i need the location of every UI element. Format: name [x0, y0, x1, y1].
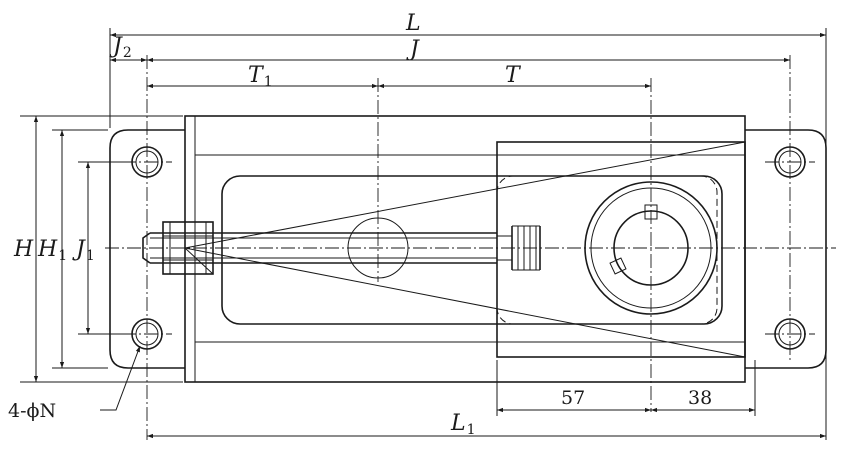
- left-flange: [109, 129, 185, 369]
- label-H: H: [13, 237, 34, 262]
- label-T: T: [505, 63, 522, 88]
- label-hole: 4-ϕN: [8, 400, 56, 422]
- center-lines: [105, 55, 836, 440]
- right-flange: [745, 129, 827, 369]
- label-J: J: [406, 37, 420, 62]
- label-T1: T1: [248, 63, 273, 90]
- label-J1: J1: [72, 237, 95, 264]
- label-57: 57: [561, 387, 585, 409]
- inner-slot: [221, 175, 723, 325]
- dimension-lines: [33, 32, 826, 439]
- label-38: 38: [688, 387, 712, 409]
- label-L1: L1: [450, 411, 476, 438]
- extension-lines: [20, 28, 827, 440]
- label-L: L: [405, 11, 421, 36]
- label-H1: H1: [37, 237, 67, 264]
- dimension-labels: L J J2 T1 T H H1 J1 4-ϕN 57 38 L1: [8, 11, 712, 438]
- label-J2: J2: [109, 34, 132, 61]
- take-up-screw: [142, 232, 497, 264]
- taper-lines: [184, 141, 746, 358]
